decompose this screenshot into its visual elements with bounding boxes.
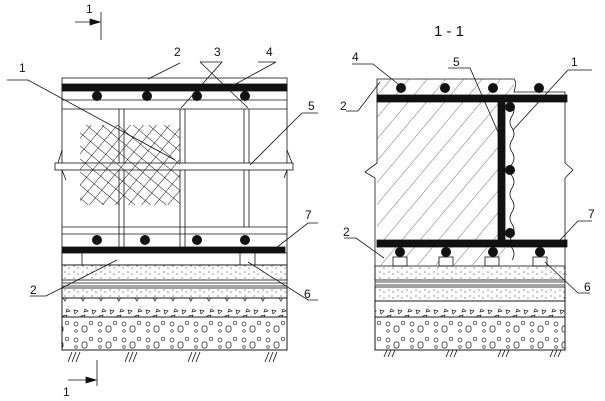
rebar-circles xyxy=(395,83,545,257)
label-bottom-rebar: 7 xyxy=(305,208,312,222)
gravel-layer xyxy=(61,297,288,318)
stone-layer xyxy=(61,316,288,351)
bottom-rebar-bar xyxy=(376,239,568,248)
section-title: 1 - 1 xyxy=(434,23,465,40)
label-concrete-bottom-r: 2 xyxy=(343,225,350,239)
bottom-rebar-bar xyxy=(61,246,286,254)
right-section-view xyxy=(344,63,592,358)
bottom-rebar-circles xyxy=(92,235,250,245)
label-stirrups: 3 xyxy=(214,45,221,59)
label-concrete-top-r: 2 xyxy=(340,99,347,113)
label-bottom-rebar-r: 7 xyxy=(588,207,595,221)
label-concrete-bottom: 2 xyxy=(30,283,37,297)
section-mark-top-label: 1 xyxy=(86,2,93,16)
vertical-tie-bar xyxy=(497,101,506,243)
label-top-rebar-r: 4 xyxy=(352,50,359,64)
mesh-patch xyxy=(80,125,180,205)
sand-layer xyxy=(61,264,288,281)
top-rebar-bar xyxy=(61,83,288,92)
label-tie: 5 xyxy=(308,99,315,113)
concrete-hatch xyxy=(377,79,514,265)
label-top-rebar: 4 xyxy=(266,45,273,59)
ground-hatch xyxy=(67,351,278,363)
label-spacer-r: 6 xyxy=(584,280,591,294)
section-mark-bottom-label: 1 xyxy=(63,385,70,399)
label-spacer: 6 xyxy=(304,287,311,301)
left-plan-view xyxy=(7,12,318,386)
top-rebar-circles xyxy=(92,91,250,101)
label-mesh-r: 1 xyxy=(571,55,578,69)
top-rebar-bar xyxy=(376,94,568,103)
label-mesh: 1 xyxy=(19,61,26,75)
label-tie-r: 5 xyxy=(453,55,460,69)
label-concrete-top: 2 xyxy=(174,45,181,59)
